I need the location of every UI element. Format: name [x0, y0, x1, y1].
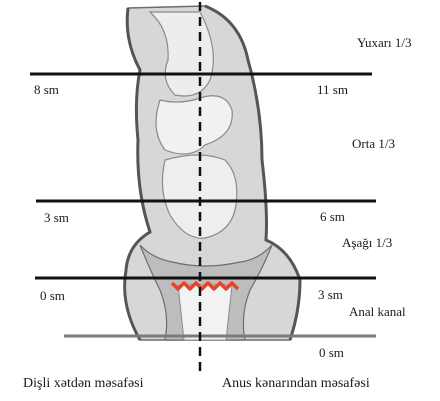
right-distance-0: 0 sm [319, 346, 344, 359]
footer-left-caption: Dişli xətdən məsafəsi [23, 377, 144, 391]
anal-canal [178, 285, 232, 340]
left-distance-8: 8 sm [34, 83, 59, 96]
left-distance-0: 0 sm [40, 289, 65, 302]
left-distance-3: 3 sm [44, 211, 69, 224]
region-label-upper: Yuxarı 1/3 [357, 36, 412, 49]
right-distance-11: 11 sm [317, 83, 348, 96]
right-distance-3: 3 sm [318, 288, 343, 301]
region-label-lower: Aşağı 1/3 [342, 236, 392, 249]
right-distance-6: 6 sm [320, 210, 345, 223]
region-label-middle: Orta 1/3 [352, 137, 395, 150]
rectum-illustration [125, 6, 300, 340]
footer-right-caption: Anus kənarından məsafəsi [222, 377, 370, 391]
region-label-anal-canal: Anal kanal [349, 305, 406, 318]
